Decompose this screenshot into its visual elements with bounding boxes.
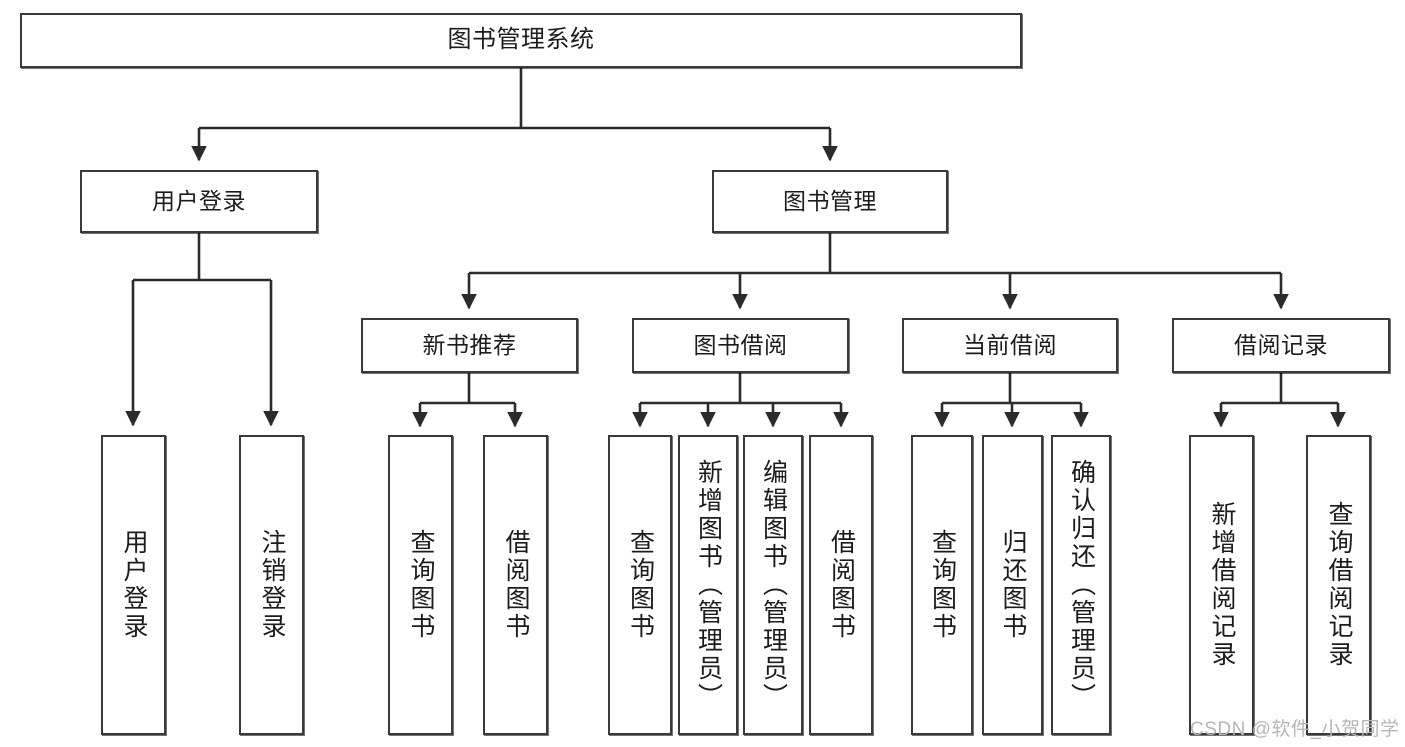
node-leaf-cur-query-label: 查询图书 xyxy=(928,529,957,641)
node-leaf-rec-borrow-label: 借阅图书 xyxy=(502,529,530,641)
node-leaf-cur-return-label: 归还图书 xyxy=(999,529,1027,641)
node-borrow-record-label: 借阅记录 xyxy=(1234,331,1328,358)
node-leaf-borrow-edit-label: 编辑图书（管理员） xyxy=(759,459,788,711)
node-leaf-rec-borrow[interactable]: 借阅图书 xyxy=(483,435,548,735)
node-leaf-record-query-label: 查询借阅记录 xyxy=(1325,501,1353,669)
node-leaf-user-logout-label: 注销登录 xyxy=(258,529,286,641)
node-current-borrow[interactable]: 当前借阅 xyxy=(902,318,1118,373)
node-root[interactable]: 图书管理系统 xyxy=(20,13,1022,68)
node-leaf-cur-confirm-label: 确认归还（管理员） xyxy=(1067,459,1096,711)
node-leaf-borrow-query-label: 查询图书 xyxy=(626,529,655,641)
node-leaf-rec-query-label: 查询图书 xyxy=(407,529,435,641)
node-root-label: 图书管理系统 xyxy=(447,26,595,54)
node-current-borrow-label: 当前借阅 xyxy=(963,331,1057,358)
node-leaf-cur-query[interactable]: 查询图书 xyxy=(911,435,973,735)
node-leaf-borrow-lend[interactable]: 借阅图书 xyxy=(809,435,873,735)
node-leaf-record-add[interactable]: 新增借阅记录 xyxy=(1189,435,1254,735)
node-user-login-label: 用户登录 xyxy=(152,187,246,214)
node-leaf-user-login[interactable]: 用户登录 xyxy=(101,435,166,735)
node-leaf-borrow-add[interactable]: 新增图书（管理员） xyxy=(678,435,738,735)
node-book-borrow[interactable]: 图书借阅 xyxy=(632,318,849,373)
node-book-manage[interactable]: 图书管理 xyxy=(712,170,948,233)
node-new-book-rec[interactable]: 新书推荐 xyxy=(361,318,578,373)
node-leaf-record-query[interactable]: 查询借阅记录 xyxy=(1306,435,1371,735)
node-book-manage-label: 图书管理 xyxy=(783,187,877,214)
node-leaf-cur-confirm[interactable]: 确认归还（管理员） xyxy=(1051,435,1111,735)
node-leaf-cur-return[interactable]: 归还图书 xyxy=(982,435,1043,735)
node-leaf-borrow-add-label: 新增图书（管理员） xyxy=(694,459,723,711)
node-book-borrow-label: 图书借阅 xyxy=(693,331,788,358)
node-user-login[interactable]: 用户登录 xyxy=(80,170,318,233)
node-leaf-user-login-label: 用户登录 xyxy=(120,529,148,641)
node-leaf-borrow-lend-label: 借阅图书 xyxy=(827,529,856,641)
node-borrow-record[interactable]: 借阅记录 xyxy=(1172,318,1390,373)
node-leaf-borrow-query[interactable]: 查询图书 xyxy=(608,435,672,735)
csdn-watermark: CSDN @软件_小贺同学 xyxy=(1190,719,1400,740)
node-new-book-rec-label: 新书推荐 xyxy=(422,331,517,358)
node-leaf-borrow-edit[interactable]: 编辑图书（管理员） xyxy=(743,435,803,735)
node-leaf-rec-query[interactable]: 查询图书 xyxy=(388,435,453,735)
node-leaf-user-logout[interactable]: 注销登录 xyxy=(239,435,304,735)
node-leaf-record-add-label: 新增借阅记录 xyxy=(1208,501,1236,669)
